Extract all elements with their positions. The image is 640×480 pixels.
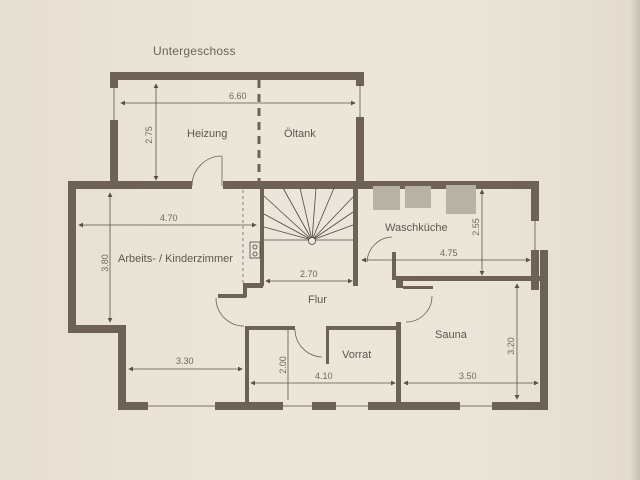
dim-stair-width: 2.70 bbox=[300, 269, 318, 279]
paper-edge-shadow bbox=[630, 0, 640, 480]
walls bbox=[68, 72, 548, 410]
room-label-heizung: Heizung bbox=[187, 128, 228, 140]
room-label-sauna: Sauna bbox=[435, 329, 467, 341]
dim-wasch-height: 2.55 bbox=[470, 218, 481, 236]
dim-wasch-width: 4.75 bbox=[440, 248, 458, 258]
room-label-oeltank: Öltank bbox=[284, 128, 316, 140]
dim-vorrat-height: 2.00 bbox=[277, 356, 288, 374]
dim-sauna-width: 3.50 bbox=[459, 371, 477, 381]
floor-title: Untergeschoss bbox=[153, 44, 236, 58]
dim-arbeits-height: 3.80 bbox=[99, 254, 110, 272]
dim-bottom-left-width: 3.30 bbox=[176, 356, 194, 366]
dim-top-height: 2.75 bbox=[143, 126, 154, 144]
room-label-arbeitszimmer: Arbeits- / Kinderzimmer bbox=[118, 253, 233, 265]
room-label-flur: Flur bbox=[308, 294, 327, 306]
dim-top-width: 6.60 bbox=[229, 91, 247, 101]
room-label-vorrat: Vorrat bbox=[342, 349, 372, 361]
room-label-waschkueche: Waschküche bbox=[385, 222, 448, 234]
dim-vorrat-width: 4.10 bbox=[315, 371, 333, 381]
dim-arbeits-width: 4.70 bbox=[160, 213, 178, 223]
dim-sauna-height: 3.20 bbox=[505, 337, 516, 355]
